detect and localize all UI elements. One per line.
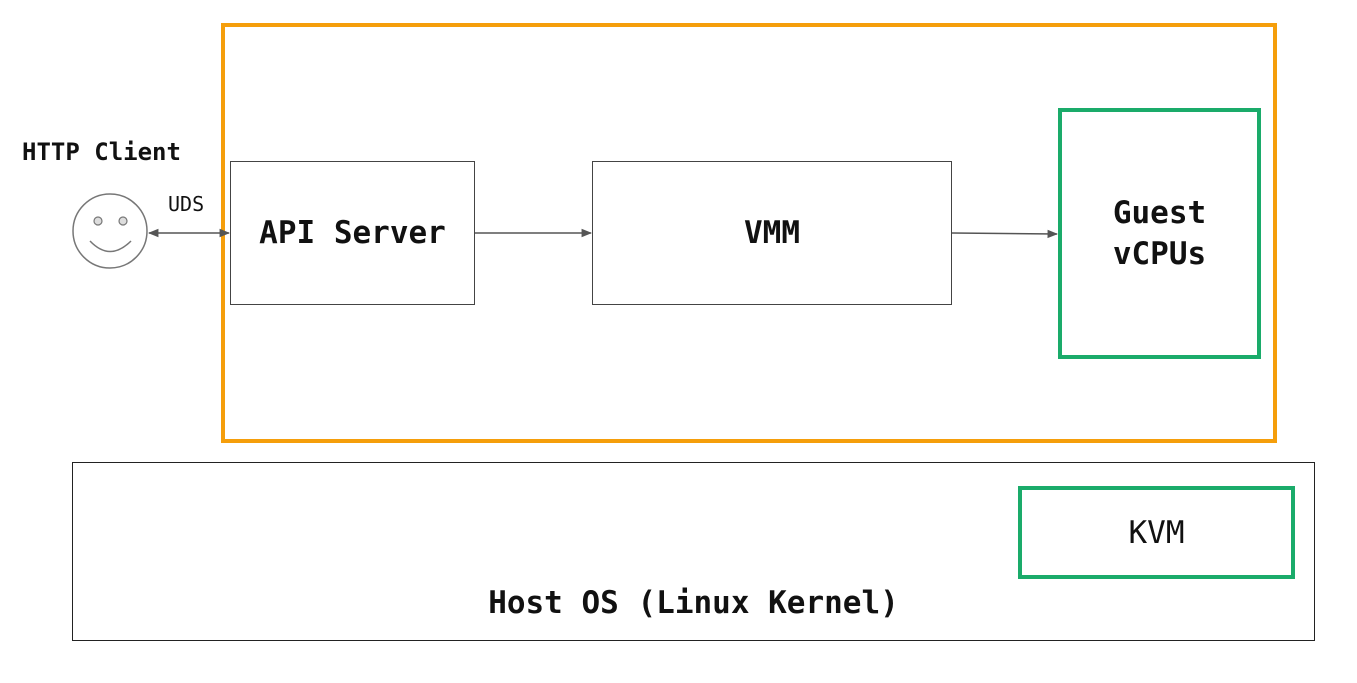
kvm-node: KVM <box>1018 486 1295 579</box>
vmm-label: VMM <box>744 215 800 251</box>
vmm-node: VMM <box>592 161 952 305</box>
guest-label-line2: vCPUs <box>1112 235 1207 272</box>
guest-label-line1: Guest <box>1112 195 1207 232</box>
uds-edge-label: UDS <box>168 192 205 216</box>
host-os-label: Host OS (Linux Kernel) <box>488 585 899 621</box>
http-client-label: HTTP Client <box>22 138 181 166</box>
api-server-node: API Server <box>230 161 475 305</box>
guest-vcpus-node: Guest vCPUs <box>1058 108 1261 359</box>
kvm-label: KVM <box>1128 514 1185 551</box>
smiley-face-icon <box>72 193 148 269</box>
api-server-label: API Server <box>259 215 446 251</box>
